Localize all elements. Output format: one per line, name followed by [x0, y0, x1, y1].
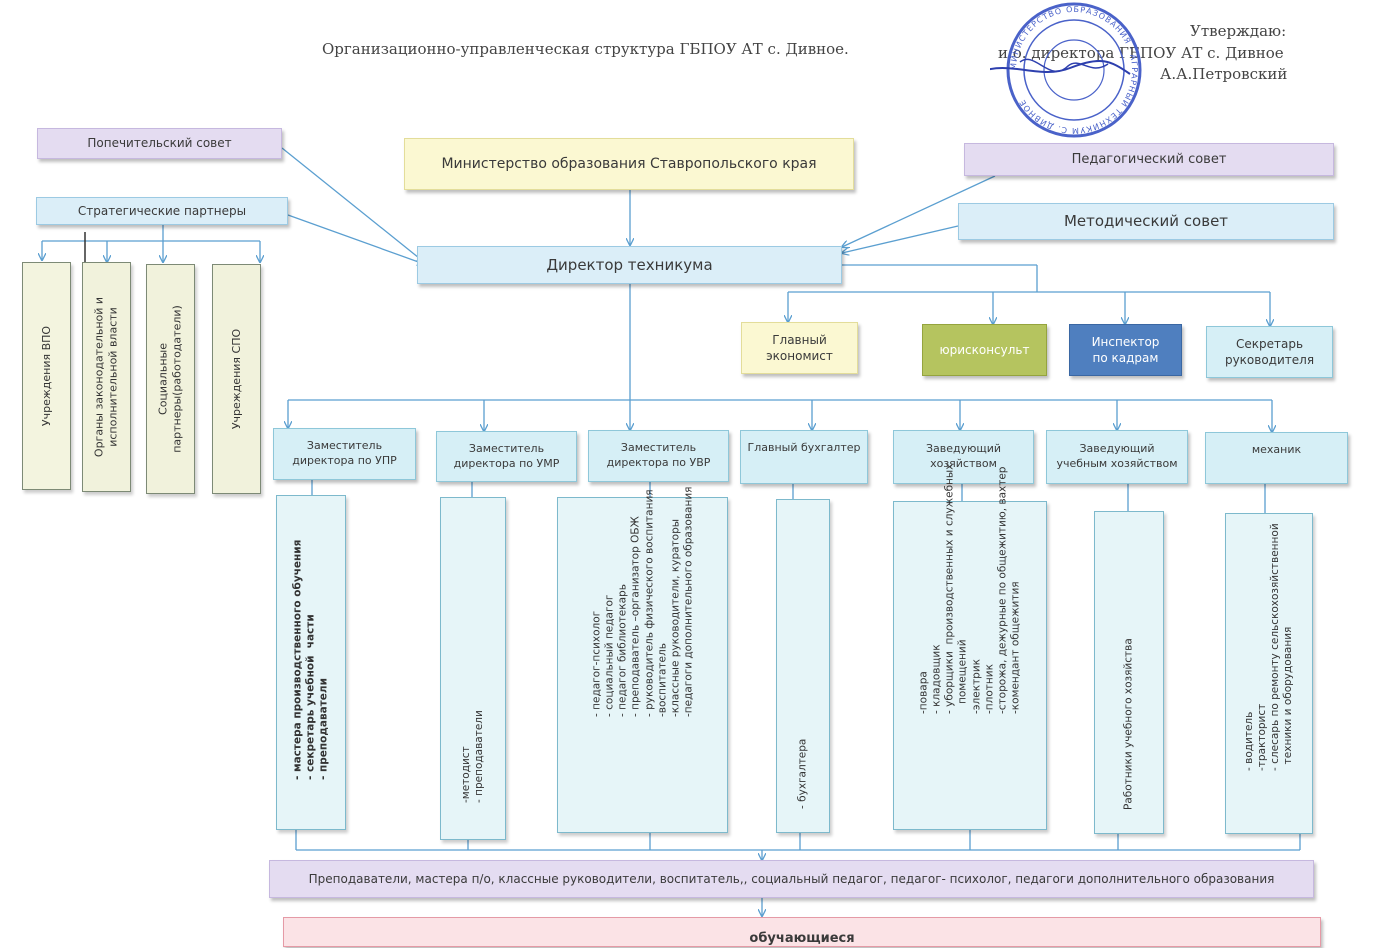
deputy-umr-label: Заместитель директора по УМР — [453, 441, 560, 470]
legal-advisor-label: юрисконсульт — [939, 342, 1030, 357]
column-umr: -методист - преподаватели — [440, 497, 506, 840]
farm-manager-box: Заведующий учебным хозяйством — [1046, 430, 1188, 484]
partner-authorities-label: Органы законодательной и исполнительной … — [92, 296, 120, 458]
director-label: Директор техникума — [546, 255, 713, 274]
director-signature-line: и.о. директора ГБПОУ АТ с. Дивное — [998, 44, 1284, 62]
column-upr-text: - мастера производственного обучения - с… — [291, 539, 330, 780]
secretary-label: Секретарь руководителя — [1224, 336, 1315, 367]
column-upr: - мастера производственного обучения - с… — [276, 495, 346, 830]
partner-vpo-box: Учреждения ВПО — [22, 262, 71, 490]
teachers-label: Преподаватели, мастера п/о, классные рук… — [308, 871, 1275, 886]
director-box: Директор техникума — [417, 246, 842, 284]
methodical-council-label: Методический совет — [1063, 212, 1229, 231]
students-box: обучающиеся — [283, 917, 1321, 947]
page-title: Организационно-управленческая структура … — [322, 40, 849, 58]
column-accounting: - бухгалтера — [776, 499, 830, 833]
official-stamp: МИНИСТЕРСТВО ОБРАЗОВАНИЯ · АГРАРНЫЙ ТЕХН… — [990, 2, 1142, 138]
column-accounting-text: - бухгалтера — [796, 738, 809, 809]
approve-label: Утверждаю: — [1190, 22, 1287, 40]
secretary-box: Секретарь руководителя — [1206, 326, 1333, 378]
pedagogical-council-box: Педагогический совет — [964, 143, 1334, 176]
column-mechanic: - водитель -тракторист - слесарь по ремо… — [1225, 513, 1313, 834]
column-mechanic-text: - водитель -тракторист - слесарь по ремо… — [1242, 522, 1295, 771]
chief-economist-box: Главный экономист — [741, 322, 858, 374]
ministry-box: Министерство образования Ставропольского… — [404, 138, 854, 190]
column-uvr: - педагог-психолог - социальный педагог … — [557, 487, 728, 833]
household-manager-box: Заведующий хозяйством — [893, 430, 1034, 484]
director-name: А.А.Петровский — [1160, 65, 1288, 83]
column-farm-text: Работники учебного хозяйства — [1122, 638, 1135, 810]
strategic-partners-box: Стратегические партнеры — [36, 197, 288, 225]
partner-authorities-box: Органы законодательной и исполнительной … — [82, 262, 131, 492]
trustees-council-box: Попечительский совет — [37, 128, 282, 159]
strategic-partners-label: Стратегические партнеры — [77, 203, 247, 218]
signature-stroke — [990, 59, 1131, 75]
household-manager-label: Заведующий хозяйством — [925, 442, 1002, 470]
teachers-box: Преподаватели, мастера п/о, классные рук… — [269, 860, 1314, 898]
column-uvr-text: - педагог-психолог - социальный педагог … — [590, 486, 694, 717]
partner-employers-box: Социальные партнеры(работодатели) — [146, 264, 195, 494]
deputy-umr-box: Заместитель директора по УМР — [436, 431, 577, 482]
column-farm: Работники учебного хозяйства — [1094, 511, 1164, 834]
pedagogical-council-label: Педагогический совет — [1071, 151, 1227, 167]
column-umr-text: -методист - преподаватели — [459, 709, 485, 803]
partner-spo-box: Учреждения СПО — [212, 264, 261, 494]
deputy-upr-label: Заместитель директора по УПР — [292, 439, 397, 467]
chief-accountant-box: Главный бухгалтер — [740, 430, 868, 484]
mechanic-box: механик — [1205, 432, 1348, 484]
partner-employers-label: Социальные партнеры(работодатели) — [156, 305, 184, 453]
hr-inspector-label: Инспектор по кадрам — [1091, 334, 1160, 365]
partner-vpo-label: Учреждения ВПО — [39, 325, 53, 427]
methodical-council-box: Методический совет — [958, 203, 1334, 240]
trustees-council-label: Попечительский совет — [87, 136, 232, 151]
deputy-upr-box: Заместитель директора по УПР — [273, 428, 416, 480]
farm-manager-label: Заведующий учебным хозяйством — [1056, 442, 1178, 470]
chief-accountant-label: Главный бухгалтер — [747, 441, 861, 454]
deputy-uvr-box: Заместитель директора по УВР — [588, 430, 729, 482]
column-household: -повара - кладовщик - уборщики производс… — [893, 464, 1047, 830]
chief-economist-label: Главный экономист — [766, 332, 833, 363]
partner-spo-label: Учреждения СПО — [229, 328, 243, 430]
deputy-uvr-label: Заместитель директора по УВР — [606, 441, 711, 469]
hr-inspector-box: Инспектор по кадрам — [1069, 324, 1182, 376]
mechanic-label: механик — [1251, 443, 1302, 456]
ministry-label: Министерство образования Ставропольского… — [441, 155, 817, 172]
column-household-text: -повара - кладовщик - уборщики производс… — [917, 463, 1022, 714]
legal-advisor-box: юрисконсульт — [922, 324, 1047, 376]
